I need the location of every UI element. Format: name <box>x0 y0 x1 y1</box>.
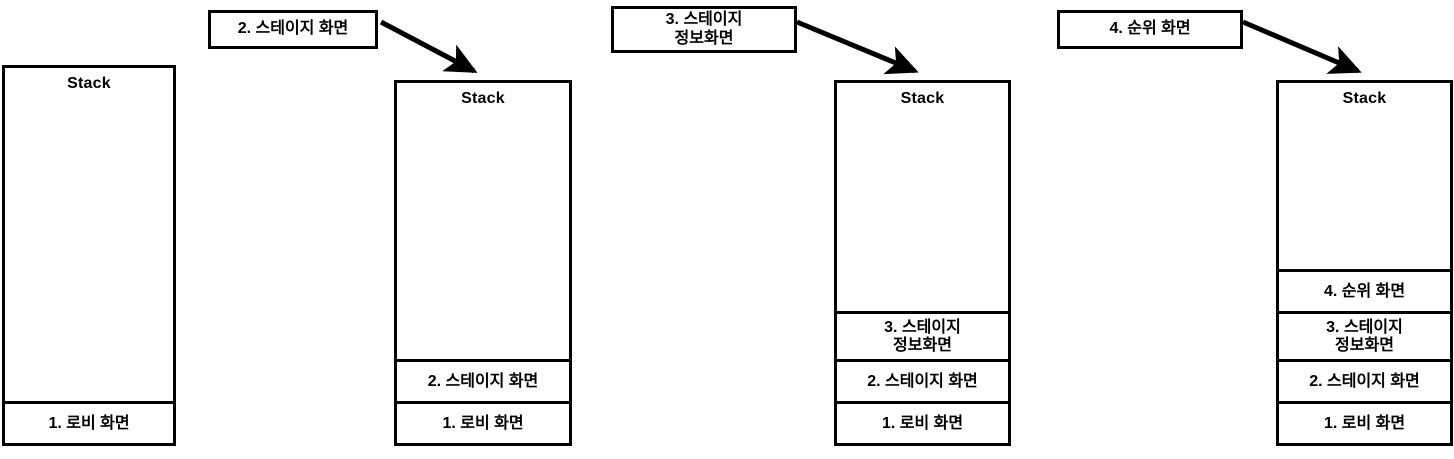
stack-item: 2. 스테이지 화면 <box>1279 359 1450 401</box>
callout-stage-screen: 2. 스테이지 화면 <box>208 10 378 49</box>
stack-item: 4. 순위 화면 <box>1279 269 1450 311</box>
stack-item: 2. 스테이지 화면 <box>837 359 1008 401</box>
stack-4-items: 4. 순위 화면 3. 스테이지 정보화면 2. 스테이지 화면 1. 로비 화… <box>1279 83 1450 443</box>
stack-2-items: 2. 스테이지 화면 1. 로비 화면 <box>397 83 569 443</box>
stack-item: 1. 로비 화면 <box>5 401 173 443</box>
callout-stage-info-screen: 3. 스테이지 정보화면 <box>611 6 797 53</box>
stack-item: 1. 로비 화면 <box>397 401 569 443</box>
arrow-to-stack-4 <box>1242 19 1362 74</box>
stack-item: 2. 스테이지 화면 <box>397 359 569 401</box>
stack-item: 1. 로비 화면 <box>837 401 1008 443</box>
arrow-to-stack-3 <box>796 19 919 75</box>
callout-rank-screen: 4. 순위 화면 <box>1057 10 1243 49</box>
arrow-to-stack-2 <box>379 19 478 74</box>
stack-1: Stack 1. 로비 화면 <box>2 65 176 446</box>
stack-4: Stack 4. 순위 화면 3. 스테이지 정보화면 2. 스테이지 화면 1… <box>1276 80 1453 446</box>
stack-3: Stack 3. 스테이지 정보화면 2. 스테이지 화면 1. 로비 화면 <box>834 80 1011 446</box>
stack-item: 1. 로비 화면 <box>1279 401 1450 443</box>
stack-item: 3. 스테이지 정보화면 <box>1279 311 1450 359</box>
stack-1-items: 1. 로비 화면 <box>5 68 173 443</box>
stack-item: 3. 스테이지 정보화면 <box>837 311 1008 359</box>
stack-3-items: 3. 스테이지 정보화면 2. 스테이지 화면 1. 로비 화면 <box>837 83 1008 443</box>
stack-2: Stack 2. 스테이지 화면 1. 로비 화면 <box>394 80 572 446</box>
